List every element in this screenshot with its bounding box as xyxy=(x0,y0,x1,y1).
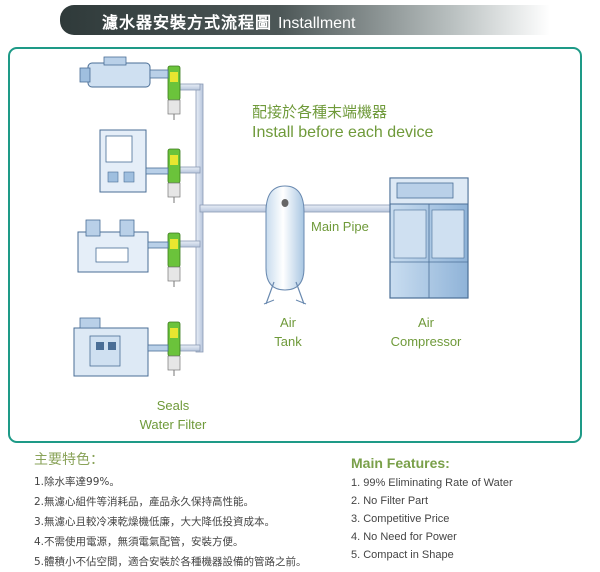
list-item: 4.不需使用電源，無須電氣配管，安裝方便。 xyxy=(34,536,244,548)
distribution-pipe xyxy=(195,83,204,353)
list-item: 4. No Need for Power xyxy=(351,531,457,543)
branch-pipe-2 xyxy=(179,166,201,174)
machine-press xyxy=(77,219,169,273)
water-filter-3 xyxy=(167,232,181,287)
features-en-title: Main Features: xyxy=(351,455,450,471)
air-tank xyxy=(263,185,307,305)
air-compressor xyxy=(389,177,469,299)
water-filter-2 xyxy=(167,148,181,203)
page-title-en: Installment xyxy=(278,15,356,32)
branch-pipe-1 xyxy=(179,83,201,91)
seals-water-filter-label: Seals Water Filter xyxy=(139,398,207,432)
water-filter-1 xyxy=(167,65,181,120)
main-pipe-label: Main Pipe xyxy=(311,219,369,234)
diagram-frame xyxy=(8,47,582,443)
install-note-zh: 配接於各種末端機器 xyxy=(252,103,388,121)
page-title-zh: 濾水器安裝方式流程圖 xyxy=(102,13,273,32)
list-item: 5. Compact in Shape xyxy=(351,549,454,561)
air-compressor-label: Air Compressor xyxy=(390,315,462,349)
list-item: 3.無濾心且較冷凍乾燥機低廉，大大降低投資成本。 xyxy=(34,516,276,528)
features-zh-title: 主要特色： xyxy=(34,452,104,468)
air-tank-label: Air Tank xyxy=(274,315,302,349)
list-item: 2.無濾心組件等消耗品，產品永久保持高性能。 xyxy=(34,496,255,508)
list-item: 5.體積小不佔空間，適合安裝於各種機器設備的管路之前。 xyxy=(34,556,307,568)
list-item: 3. Competitive Price xyxy=(351,513,450,525)
install-note-en: Install before each device xyxy=(252,124,434,141)
branch-pipe-3 xyxy=(179,240,201,248)
branch-pipe-4 xyxy=(179,344,201,352)
main-pipe-2 xyxy=(302,204,392,213)
page-title: 濾水器安裝方式流程圖 Installment xyxy=(102,9,355,33)
machine-controller xyxy=(73,317,169,377)
list-item: 1. 99% Eliminating Rate of Water xyxy=(351,477,513,489)
features-zh-list: 1.除水率達99%。 2.無濾心組件等消耗品，產品永久保持高性能。 3.無濾心且… xyxy=(34,472,307,572)
list-item: 2. No Filter Part xyxy=(351,495,429,507)
main-pipe xyxy=(199,204,267,213)
machine-cabinet xyxy=(99,129,169,193)
water-filter-4 xyxy=(167,321,181,376)
list-item: 1.除水率達99%。 xyxy=(34,476,120,488)
header-bar xyxy=(60,5,550,35)
machine-air-tool xyxy=(79,56,169,88)
features-en-list: 1. 99% Eliminating Rate of Water 2. No F… xyxy=(351,474,513,564)
